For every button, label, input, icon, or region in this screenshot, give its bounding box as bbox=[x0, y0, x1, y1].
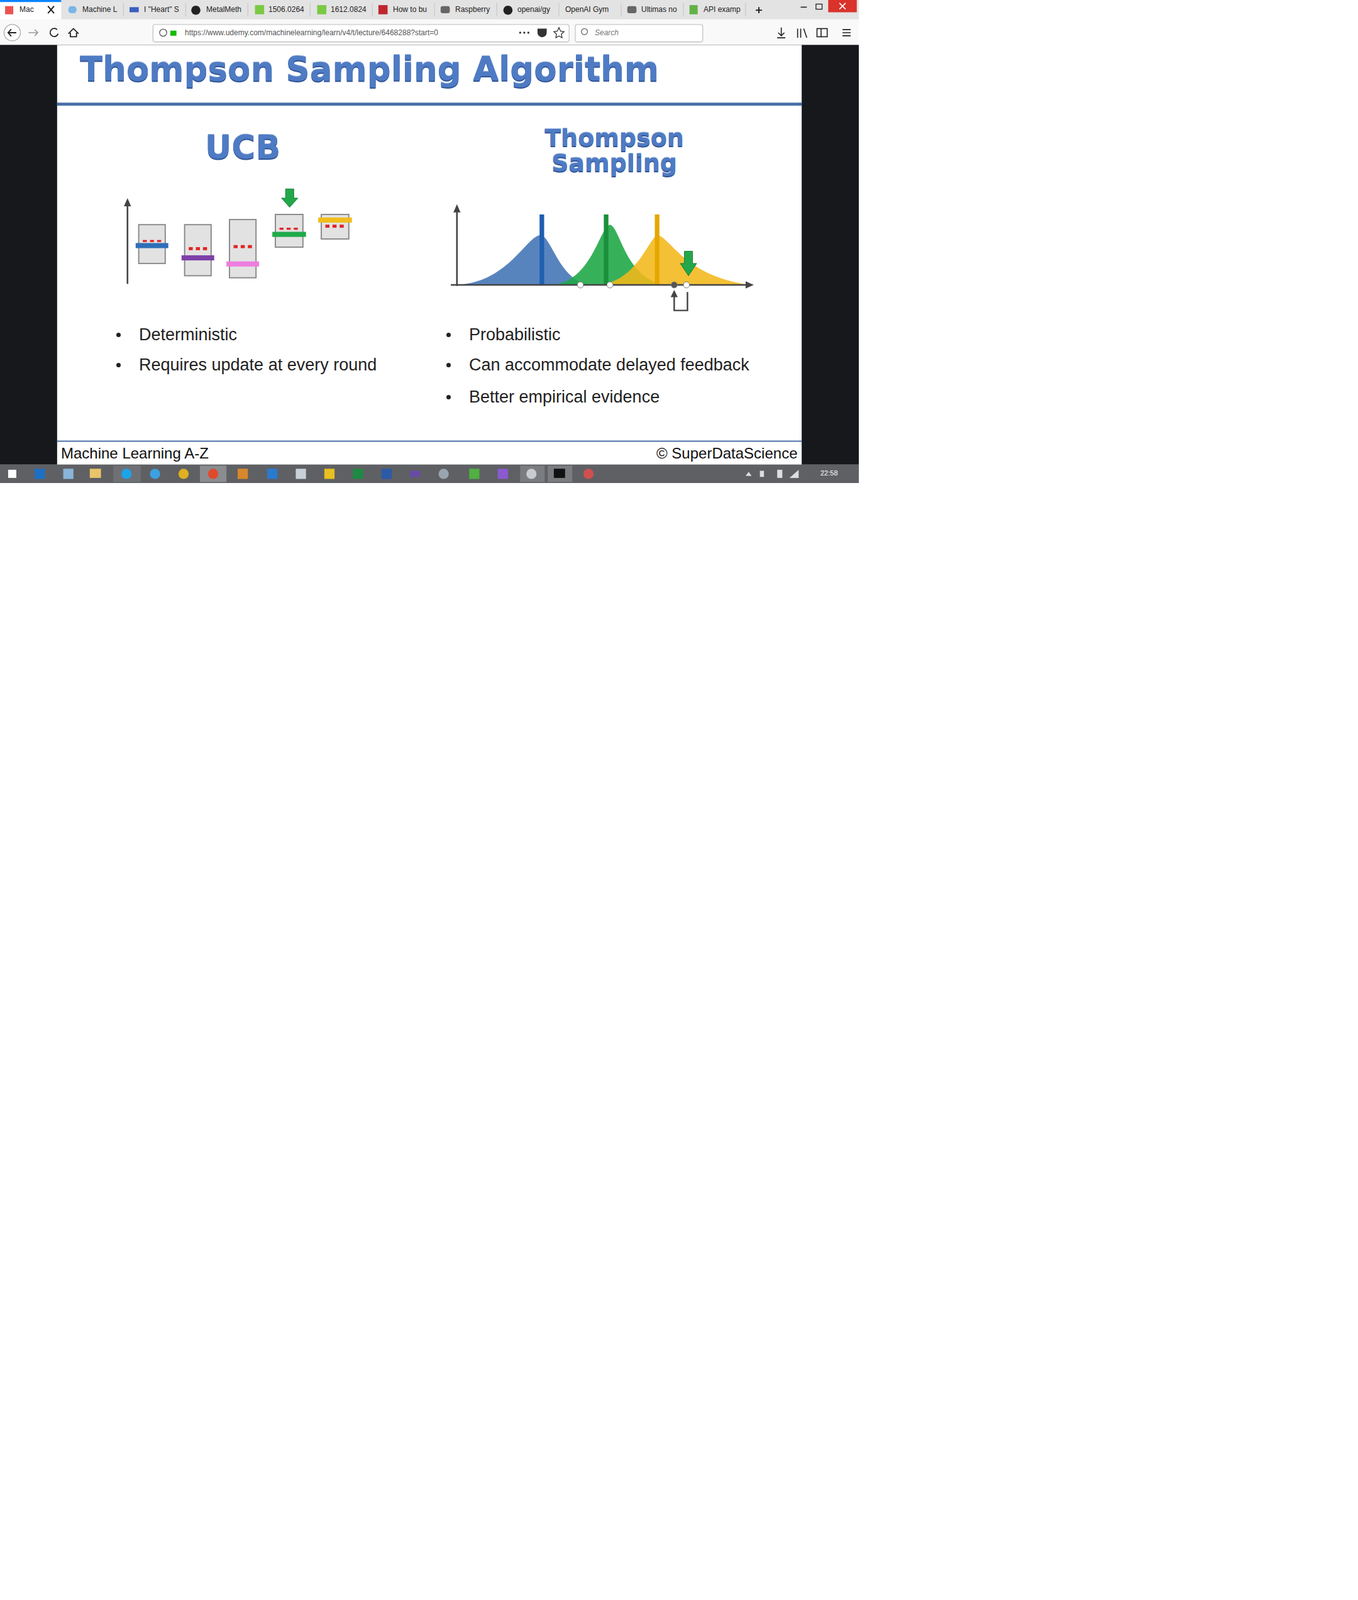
toolbar-icons bbox=[777, 27, 851, 38]
nav-bar bbox=[0, 19, 859, 46]
title-rule bbox=[57, 102, 802, 106]
home-icon bbox=[68, 28, 79, 37]
back-button bbox=[3, 24, 21, 41]
bullet-text: Can accommodate delayed feedback bbox=[469, 355, 750, 375]
taskbar bbox=[0, 464, 859, 483]
lock-icon bbox=[170, 30, 177, 36]
column-heading: UCB bbox=[204, 128, 281, 167]
browser-tab: openai/gy bbox=[517, 5, 551, 15]
browser-tab: Machine L bbox=[82, 5, 117, 15]
video-background bbox=[0, 44, 859, 464]
text-layer: Thompson Sampling Algorithm Mac Machine L I… bbox=[0, 0, 859, 483]
tab-separators bbox=[123, 3, 746, 17]
page-actions bbox=[519, 27, 564, 38]
footer-text: © SuperDataScience bbox=[656, 444, 798, 463]
search-placeholder: Search bbox=[594, 28, 619, 38]
slide bbox=[57, 44, 802, 464]
bullet-text: Probabilistic bbox=[469, 325, 561, 345]
browser-tab: Mac bbox=[19, 5, 34, 15]
bullet-dot bbox=[446, 332, 451, 337]
column-heading: Thompson Sampling bbox=[519, 125, 709, 177]
taskbar-icons bbox=[8, 465, 799, 482]
thompson-chart bbox=[450, 204, 754, 311]
bullet-dot bbox=[116, 332, 121, 337]
browser-tab: API examp bbox=[703, 5, 741, 15]
bullet-dot bbox=[116, 362, 121, 368]
search-field bbox=[575, 24, 703, 43]
url-text: https://www.udemy.com/machinelearning/le… bbox=[184, 28, 439, 38]
forward-arrow bbox=[28, 29, 38, 36]
info-icon bbox=[159, 28, 167, 36]
search-icon bbox=[581, 28, 588, 35]
browser-tab: 1612.0824 bbox=[330, 5, 367, 15]
url-field bbox=[152, 24, 569, 43]
browser-tab: I "Heart" S bbox=[143, 5, 180, 15]
bullet-text: Deterministic bbox=[138, 325, 238, 345]
tab-bar bbox=[0, 0, 859, 20]
active-tab-line bbox=[0, 0, 61, 2]
active-tab bbox=[0, 0, 61, 20]
back-arrow bbox=[8, 28, 17, 36]
browser-tab: Ultimas no bbox=[641, 5, 678, 15]
bullet-dot bbox=[446, 362, 451, 368]
browser-tab: OpenAI Gym bbox=[565, 5, 609, 15]
browser-tab: How to bu bbox=[392, 5, 427, 15]
footer-text: Machine Learning A-Z bbox=[60, 444, 209, 463]
footer-rule bbox=[57, 440, 802, 442]
browser-tab: Raspberry bbox=[455, 5, 490, 15]
ucb-chart bbox=[123, 188, 353, 284]
browser-tab: MetalMeth bbox=[206, 5, 242, 15]
clock-text: 22:58 bbox=[820, 469, 839, 478]
slide-title: Thompson Sampling Algorithm bbox=[79, 50, 659, 89]
bullet-text: Requires update at every round bbox=[138, 355, 377, 375]
window-buttons bbox=[800, 0, 857, 12]
reload-icon bbox=[50, 28, 59, 37]
tab-icons bbox=[5, 5, 698, 15]
bullet-text: Better empirical evidence bbox=[469, 387, 660, 407]
bullet-dot bbox=[446, 394, 451, 400]
browser-tab: 1506.0264 bbox=[268, 5, 305, 15]
